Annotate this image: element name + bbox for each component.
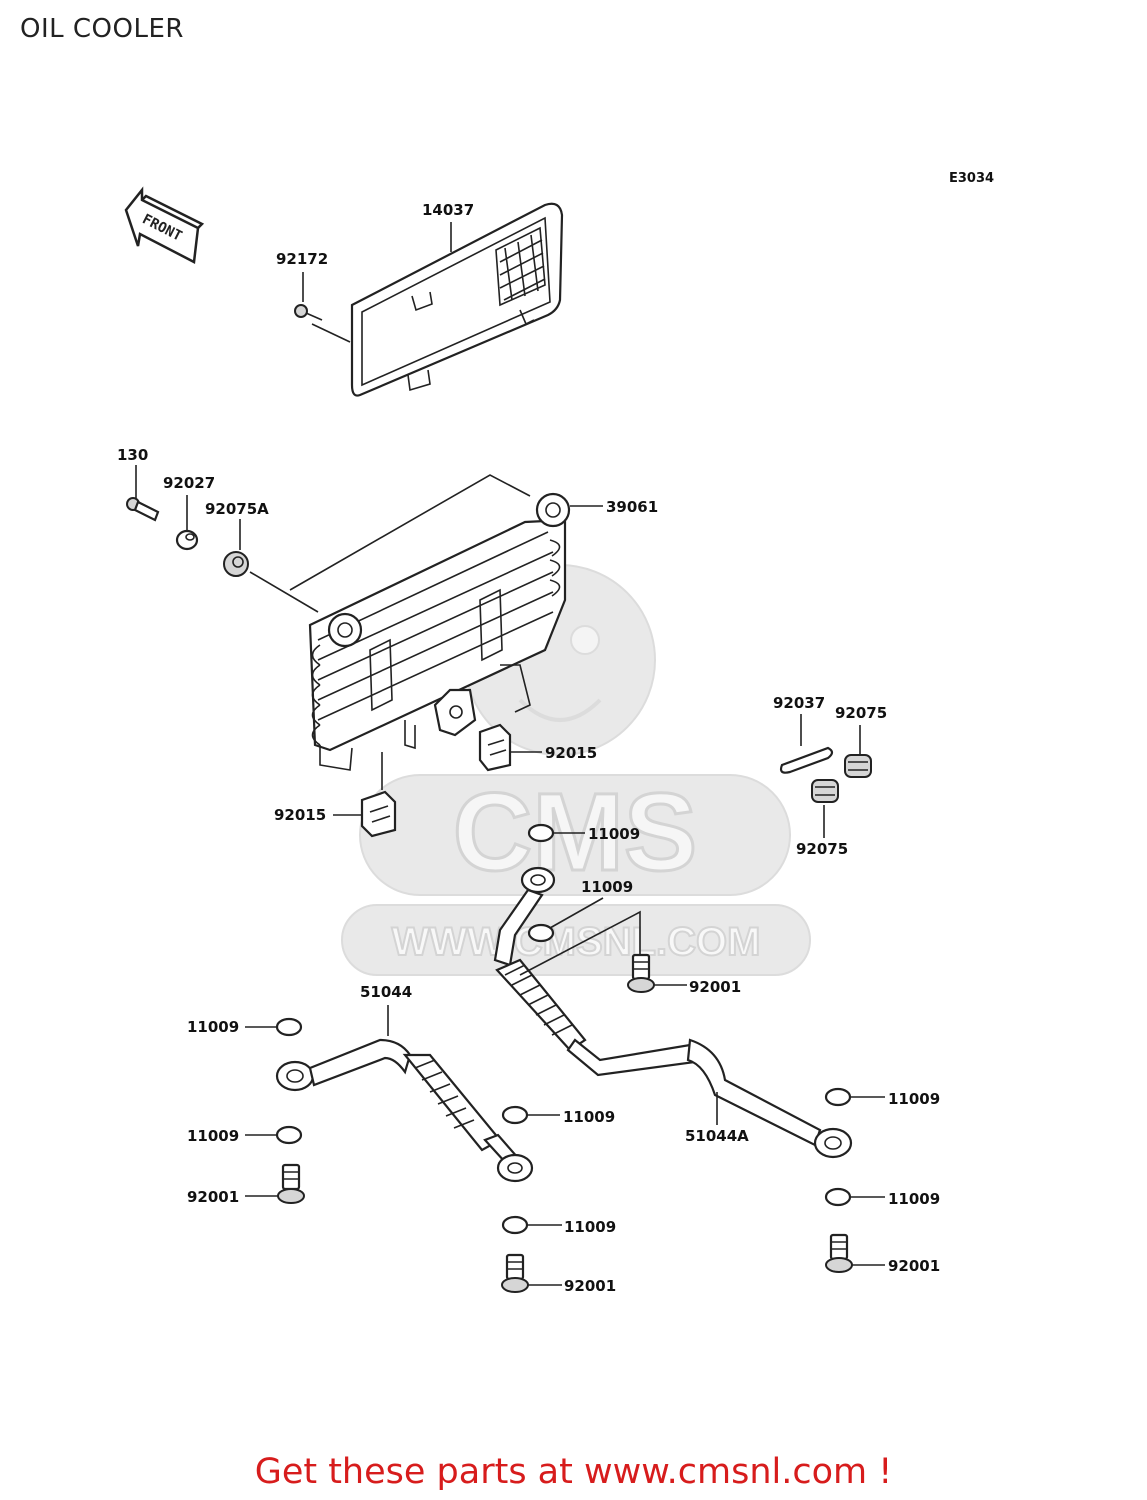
oil-cooler-guard	[350, 202, 564, 397]
oil-hose-51044a	[493, 866, 853, 1159]
callout-11009-e: 11009	[563, 1108, 616, 1126]
callout-11009-b: 11009	[581, 878, 634, 896]
banjo-bolt-92001-icons	[277, 953, 853, 1293]
washer-icon	[275, 1017, 303, 1037]
callout-92001-d: 92001	[888, 1257, 941, 1275]
banjo-bolt-icon	[825, 1233, 853, 1273]
callout-92075-top: 92075	[835, 704, 888, 722]
callout-92172: 92172	[276, 250, 329, 268]
washer-icon	[527, 823, 555, 843]
washer-icon	[824, 1087, 852, 1107]
clip-92037-icon	[779, 746, 834, 774]
callout-92001-a: 92001	[689, 978, 742, 996]
callout-130: 130	[117, 446, 149, 464]
leader-lines	[135, 222, 885, 1286]
callout-92001-b: 92001	[187, 1188, 240, 1206]
washer-icon	[527, 923, 555, 943]
front-arrow-icon: FRONT	[124, 186, 205, 264]
callout-11009-f: 11009	[888, 1090, 941, 1108]
oil-cooler-core	[308, 492, 571, 771]
callout-11009-h: 11009	[564, 1218, 617, 1236]
washer-icon	[501, 1215, 529, 1235]
grommet-92075a-icon	[223, 551, 249, 577]
page-title: OIL COOLER	[20, 14, 184, 44]
callout-11009-c: 11009	[187, 1018, 240, 1036]
clip-92015-left-icon	[360, 790, 397, 838]
oil-hose-51044	[275, 1038, 534, 1183]
watermark-badge	[359, 774, 791, 896]
clip-92015-right-icon	[478, 723, 512, 772]
footer-promo-link[interactable]: Get these parts at www.cmsnl.com !	[254, 1452, 893, 1492]
callout-92001-c: 92001	[564, 1277, 617, 1295]
watermark-url-bar	[341, 904, 811, 976]
callout-92015-right: 92015	[545, 744, 598, 762]
banjo-bolt-icon	[501, 1253, 529, 1293]
callout-51044a: 51044A	[685, 1127, 749, 1145]
callout-11009-a: 11009	[588, 825, 641, 843]
callout-11009-d: 11009	[187, 1127, 240, 1145]
callout-92075a: 92075A	[205, 500, 269, 518]
grommet-92075-bottom-icon	[811, 779, 839, 803]
grommet-92075-top-icon	[844, 754, 872, 778]
banjo-bolt-icon	[627, 953, 655, 993]
callout-92027: 92027	[163, 474, 216, 492]
watermark-url: WWW.CMSNL.COM	[392, 920, 761, 964]
washer-icon	[824, 1187, 852, 1207]
callout-92075-bottom: 92075	[796, 840, 849, 858]
bolt-92172-icon	[294, 304, 323, 321]
washer-icon	[501, 1105, 529, 1125]
callout-51044: 51044	[360, 983, 413, 1001]
callout-92037: 92037	[773, 694, 826, 712]
callout-39061: 39061	[606, 498, 659, 516]
callout-11009-g: 11009	[888, 1190, 941, 1208]
washer-icon	[275, 1125, 303, 1145]
banjo-bolt-icon	[277, 1163, 305, 1204]
bolt-130-icon	[126, 497, 160, 522]
diagram-code: E3034	[949, 171, 995, 186]
callout-14037: 14037	[422, 201, 475, 219]
watermark-brand: CMS	[453, 771, 697, 894]
collar-92027-icon	[175, 529, 199, 551]
callout-92015-left: 92015	[274, 806, 327, 824]
